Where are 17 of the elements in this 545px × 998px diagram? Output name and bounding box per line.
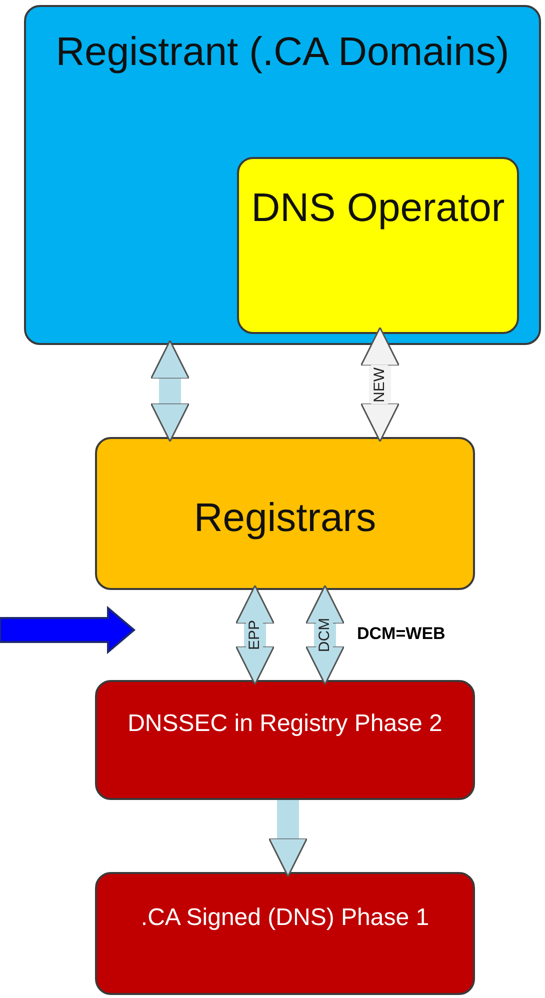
node-label: Registrars: [192, 495, 378, 542]
note-text: DCM=WEB: [357, 624, 446, 644]
process-box: [95, 872, 475, 995]
process-box: [95, 680, 475, 800]
node-label: DNSSEC in Registry Phase 2: [126, 709, 444, 739]
process-box: [237, 157, 519, 334]
group-box: [24, 5, 541, 345]
process-box: [95, 437, 475, 590]
double-arrow: [360, 326, 400, 442]
double-arrow: [305, 584, 345, 686]
double-arrow: [235, 584, 275, 686]
edge-label: NEW: [370, 364, 389, 406]
node-label: Registrant (.CA Domains): [54, 29, 510, 76]
node-label: .CA Signed (DNS) Phase 1: [140, 903, 430, 933]
node-label: DNS Operator: [250, 185, 506, 232]
arrow: [268, 800, 308, 878]
double-arrow: [150, 340, 190, 442]
